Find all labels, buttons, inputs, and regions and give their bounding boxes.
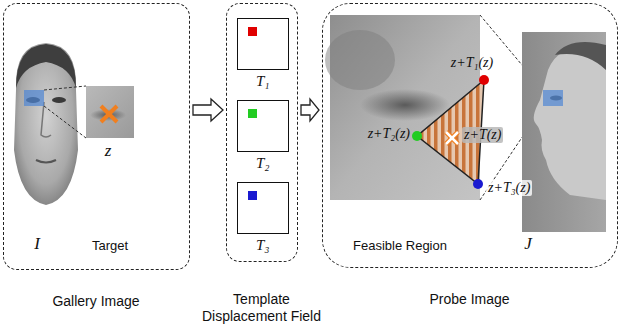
displacement-marker (248, 27, 257, 36)
formula-label: z+T(z) (462, 127, 503, 143)
template-label: T₂ (256, 155, 270, 172)
image-symbol: J (524, 234, 532, 254)
panel-heading: Probe Image (429, 291, 509, 308)
displacement-marker (248, 109, 257, 118)
panel-heading: Gallery Image (52, 293, 139, 310)
gallery-panel: Gallery Image (3, 3, 190, 270)
caption-label: Feasible Region (353, 238, 447, 253)
formula-label: z+T₁(z) (451, 55, 493, 71)
flow-arrow (301, 99, 319, 121)
formula-label: z+T₃(z) (486, 180, 532, 196)
point-symbol: z (105, 141, 112, 161)
displacement-marker (248, 191, 257, 200)
flow-arrow (193, 99, 223, 121)
template-label: T₁ (256, 73, 270, 90)
template-label: T₃ (256, 237, 270, 254)
image-symbol: I (34, 234, 40, 254)
template-box: T₁ (237, 18, 289, 70)
caption-label: Target (92, 238, 128, 253)
template-box: T₂ (237, 100, 289, 152)
panel-heading: Template Displacement Field (198, 291, 326, 325)
template-box: T₃ (237, 182, 289, 234)
formula-label: z+T₂(z) (368, 126, 410, 142)
template-panel: Template Displacement FieldT₁T₂T₃ (226, 3, 298, 262)
